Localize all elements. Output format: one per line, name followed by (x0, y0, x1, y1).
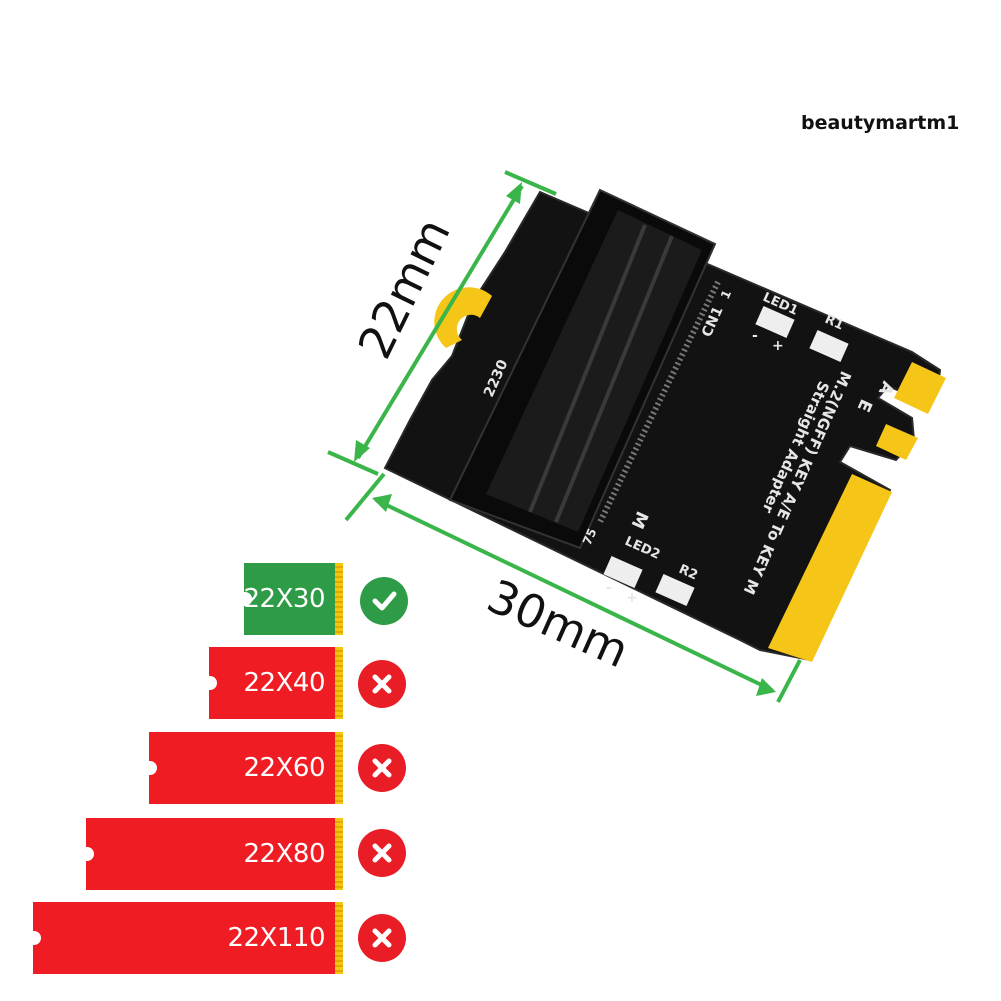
bar-notch (244, 592, 252, 606)
watermark-text: beautymartm1 (801, 112, 960, 134)
size-label: 22X80 (243, 839, 326, 869)
size-bar-22x30: 22X30 (244, 563, 343, 635)
bar-contact (335, 732, 343, 804)
cross-icon (358, 914, 406, 962)
length-dimension-label: 30mm (480, 569, 637, 679)
check-icon (360, 577, 408, 625)
bar-notch (86, 847, 94, 861)
r1-pad (809, 329, 849, 363)
screw-pad (434, 287, 492, 348)
bar-notch (149, 761, 157, 775)
r2-pad (655, 573, 695, 607)
bar-contact (335, 902, 343, 974)
key-m-label: M (627, 508, 652, 532)
dimension-22mm (327, 170, 557, 476)
led2-minus: - (606, 580, 612, 596)
size-label: 22X40 (243, 668, 326, 698)
m2-slot-connector (448, 188, 717, 550)
bar-notch (33, 931, 41, 945)
pin-seventy-five-label: 75 (580, 526, 600, 547)
size-bar-22x40: 22X40 (209, 647, 343, 719)
bar-contact (335, 647, 343, 719)
r1-label: R1 (822, 312, 846, 333)
cross-icon (358, 829, 406, 877)
size-label: 22X110 (227, 923, 325, 953)
size-label: 22X30 (243, 584, 326, 614)
led2-pad (603, 555, 643, 589)
bar-notch (209, 676, 217, 690)
cross-icon (358, 744, 406, 792)
gold-fingers (768, 362, 946, 662)
led1-plus: + (772, 338, 784, 354)
size-bar-22x80: 22X80 (86, 818, 343, 890)
size-bar-22x60: 22X60 (149, 732, 343, 804)
led1-minus: - (752, 328, 758, 344)
bar-contact (335, 818, 343, 890)
dimension-30mm (344, 472, 802, 703)
cross-icon (358, 660, 406, 708)
led2-plus: + (626, 590, 638, 606)
size-label: 22X60 (243, 753, 326, 783)
pcb-board: 2230 CN1 1 75 LED1 R1 LED2 R2 - + - + A … (383, 188, 946, 662)
r2-label: R2 (676, 562, 700, 583)
size-bar-22x110: 22X110 (33, 902, 343, 974)
bar-contact (335, 563, 343, 635)
led1-pad (755, 305, 795, 339)
